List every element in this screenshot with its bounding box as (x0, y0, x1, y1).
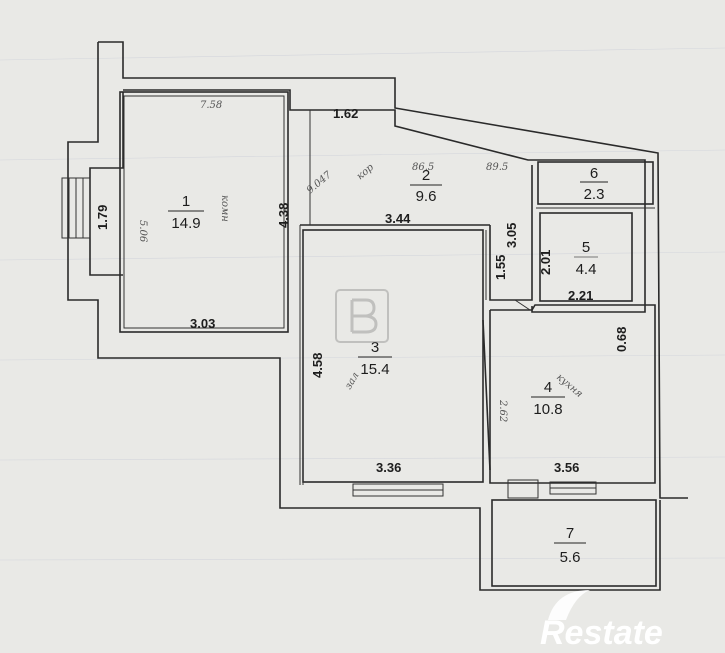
svg-text:86.5: 86.5 (412, 162, 434, 173)
dim-1-79: 1.79 (95, 205, 110, 230)
svg-text:89.5: 89.5 (486, 162, 508, 173)
dim-3-03: 3.03 (190, 316, 215, 331)
room-number: 4 (544, 379, 552, 396)
room-number: 1 (182, 193, 190, 210)
room-number: 7 (566, 525, 574, 542)
room-area: 14.9 (171, 215, 200, 232)
room-area: 4.4 (576, 261, 597, 278)
room-area: 15.4 (360, 361, 389, 378)
svg-text:5.06: 5.06 (137, 220, 148, 243)
dim-1-62: 1.62 (333, 106, 358, 121)
logo-watermark (335, 289, 389, 343)
room-6: 6 2.3 (580, 165, 608, 203)
brand-watermark: Restate (540, 590, 663, 652)
dimensions: 1.79 4.38 3.03 1.62 3.44 3.05 1.55 2.01 … (95, 106, 629, 475)
room-7: 7 5.6 (554, 525, 586, 566)
dim-3-36: 3.36 (376, 460, 401, 475)
outer-walls (67, 41, 688, 591)
dim-1-55: 1.55 (493, 255, 508, 280)
room-5: 5 4.4 (574, 239, 598, 278)
room-3: 3 15.4 (358, 339, 392, 378)
room-area: 9.6 (416, 188, 437, 205)
dim-3-44: 3.44 (385, 211, 411, 226)
brand-logo: Restate (540, 614, 663, 652)
svg-text:комн: комн (219, 195, 230, 222)
svg-text:7.58: 7.58 (200, 100, 222, 111)
room-number: 2 (422, 167, 430, 184)
room-labels: 1 14.9 2 9.6 3 15.4 4 10.8 5 4.4 6 2.3 (168, 165, 608, 566)
svg-text:2.62: 2.62 (497, 399, 508, 422)
inner-walls (89, 91, 657, 587)
room-number: 5 (582, 239, 590, 256)
dim-4-38: 4.38 (276, 203, 291, 228)
room-number: 3 (371, 339, 379, 356)
room-area: 5.6 (560, 549, 581, 566)
room-4: 4 10.8 (531, 379, 565, 418)
dim-3-56: 3.56 (554, 460, 579, 475)
room-2: 2 9.6 (410, 167, 442, 205)
windows (352, 479, 597, 499)
dim-3-05: 3.05 (504, 223, 519, 248)
room-area: 10.8 (533, 401, 562, 418)
dim-2-01: 2.01 (538, 250, 553, 275)
entrance-stairs (61, 177, 91, 239)
room-number: 6 (590, 165, 598, 182)
dim-4-58: 4.58 (310, 353, 325, 378)
dim-2-21: 2.21 (568, 288, 593, 303)
room-1: 1 14.9 (168, 193, 204, 232)
room-area: 2.3 (584, 186, 605, 203)
dim-0-68: 0.68 (614, 327, 629, 352)
doors (309, 110, 531, 471)
